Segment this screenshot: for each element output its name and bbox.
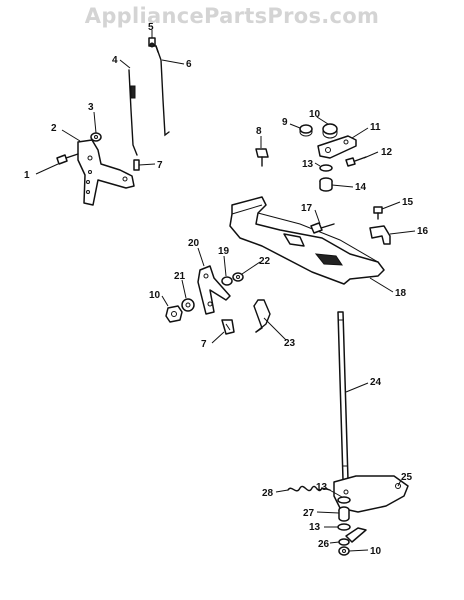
callout-7: 7 — [157, 160, 163, 171]
callout-20: 20 — [188, 238, 200, 249]
callout-13-lower-b: 13 — [309, 522, 321, 533]
part-8-bolt — [255, 148, 269, 167]
part-17-bolt — [310, 222, 335, 234]
part-2-bracket — [77, 139, 135, 206]
leader-lines — [35, 30, 416, 552]
callout-17: 17 — [301, 203, 313, 214]
part-21-washer — [181, 298, 195, 312]
part-10-nut-middle — [165, 305, 183, 323]
callout-18: 18 — [395, 288, 407, 299]
callout-7-lower: 7 — [201, 339, 207, 350]
part-7-clip-lower — [221, 319, 235, 335]
callout-27: 27 — [303, 508, 315, 519]
callout-19: 19 — [218, 246, 230, 257]
part-10-nut-lower — [338, 546, 350, 556]
callout-11: 11 — [370, 122, 381, 133]
part-14-spacer — [319, 177, 333, 192]
callout-10: 10 — [309, 109, 321, 120]
part-23-spring-clip — [253, 299, 271, 333]
callouts: 1 2 3 4 5 6 7 8 9 10 11 12 13 14 15 16 1… — [24, 22, 429, 557]
part-7-clip-upper — [133, 159, 140, 171]
part-13-washer-lower-a — [337, 496, 351, 504]
callout-2: 2 — [51, 123, 57, 134]
part-1-screw — [56, 153, 79, 165]
part-20-lever — [197, 265, 231, 315]
callout-10-lower: 10 — [370, 546, 382, 557]
callout-25: 25 — [401, 472, 413, 483]
callout-8: 8 — [256, 126, 262, 137]
callout-24: 24 — [370, 377, 382, 388]
part-5-clip — [148, 37, 156, 48]
callout-16: 16 — [417, 226, 429, 237]
callout-15: 15 — [402, 197, 414, 208]
part-11-bracket — [317, 135, 357, 159]
part-18-main-plate — [229, 196, 385, 285]
callout-13-lower-a: 13 — [316, 482, 328, 493]
part-19-washer — [221, 276, 233, 286]
callout-28: 28 — [262, 488, 274, 499]
callout-22: 22 — [259, 256, 271, 267]
part-16-clip — [369, 225, 391, 245]
part-24-shaft — [337, 311, 349, 481]
callout-6: 6 — [186, 59, 192, 70]
part-9-nut — [299, 124, 313, 137]
watermark: AppliancePartsPros.com — [84, 4, 380, 28]
callout-1: 1 — [24, 170, 30, 181]
part-26-washer — [338, 538, 350, 546]
part-13-washer-lower-b — [337, 523, 351, 531]
part-15-screw — [373, 206, 383, 220]
part-lower-link — [345, 527, 367, 543]
callout-10-middle: 10 — [149, 290, 161, 301]
part-22-nut — [232, 272, 244, 282]
part-25-lower-plate — [333, 475, 409, 513]
callout-23: 23 — [284, 338, 296, 349]
callout-21: 21 — [174, 271, 186, 282]
callout-26: 26 — [318, 539, 330, 550]
callout-14: 14 — [355, 182, 367, 193]
callout-5: 5 — [148, 22, 154, 33]
callout-13: 13 — [302, 159, 314, 170]
callout-3: 3 — [88, 102, 94, 113]
part-4-rod — [128, 69, 138, 156]
callout-9: 9 — [282, 117, 288, 128]
callout-4: 4 — [112, 55, 118, 66]
part-27-bushing — [338, 506, 350, 522]
part-12-screw — [345, 156, 367, 167]
part-6-rod — [155, 45, 170, 137]
callout-12: 12 — [381, 147, 393, 158]
part-13-washer-upper — [319, 164, 333, 172]
part-10-nut-upper — [322, 123, 338, 139]
